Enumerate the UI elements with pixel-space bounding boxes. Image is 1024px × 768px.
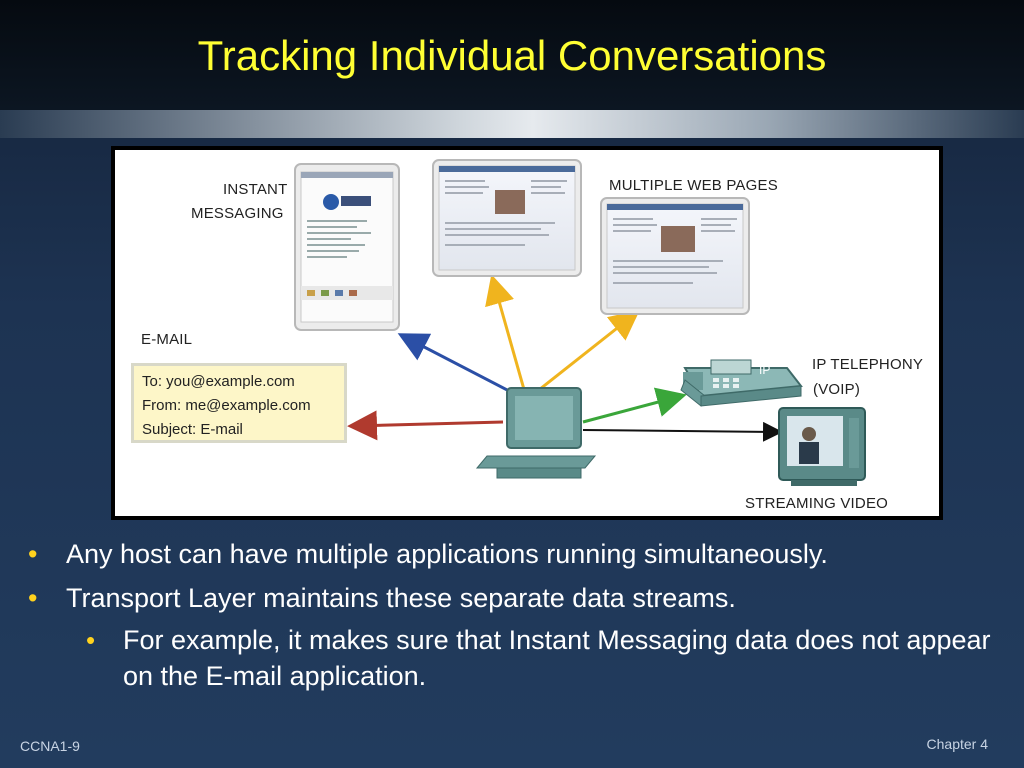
bullet-text: Transport Layer maintains these separate… xyxy=(66,583,736,613)
label-ip-telephony: IP TELEPHONY xyxy=(812,356,924,373)
phone-ip-label: IP xyxy=(759,363,770,377)
arrow-to-instant-messaging xyxy=(397,333,514,395)
ip-phone xyxy=(680,359,803,407)
diagram-figure: IP INSTANT MESSAGING MULTIPLE WEB PAGES … xyxy=(111,146,943,520)
arrow-to-email xyxy=(347,410,504,441)
arrow-to-web-page-1 xyxy=(485,274,527,394)
web-page-window-1 xyxy=(432,159,582,277)
label-multiple-web-pages: MULTIPLE WEB PAGES xyxy=(609,177,778,194)
email-subject: Subject: E-mail xyxy=(142,421,243,438)
arrow-to-ip-telephony xyxy=(582,387,687,424)
diagram-canvas: IP INSTANT MESSAGING MULTIPLE WEB PAGES … xyxy=(115,150,939,516)
label-instant: INSTANT xyxy=(223,181,288,198)
label-streaming-video: STREAMING VIDEO xyxy=(745,495,889,512)
streaming-video-monitor xyxy=(778,407,866,486)
label-email: E-MAIL xyxy=(141,331,193,348)
email-from: From: me@example.com xyxy=(142,397,311,414)
bullet-list: • Any host can have multiple application… xyxy=(28,536,1018,694)
host-computer xyxy=(475,387,597,479)
web-page-window-2 xyxy=(600,197,750,315)
title-divider-bar xyxy=(0,110,1024,138)
arrow-to-web-page-2 xyxy=(534,310,640,395)
slide-title: Tracking Individual Conversations xyxy=(197,32,827,79)
title-bar xyxy=(0,0,1024,110)
footer-chapter-label: Chapter 4 xyxy=(926,736,988,752)
diagram-svg: IP xyxy=(294,159,866,486)
sub-bullet-item: • For example, it makes sure that Instan… xyxy=(86,622,1018,694)
arrow-to-streaming-video xyxy=(582,421,783,442)
sub-bullet-dot-icon: • xyxy=(86,625,96,655)
bullet-item: • Any host can have multiple application… xyxy=(28,536,1018,572)
sub-bullet-text: For example, it makes sure that Instant … xyxy=(123,625,991,691)
footer-course-label: CCNA1-9 xyxy=(20,738,80,754)
label-messaging: MESSAGING xyxy=(191,205,284,222)
bullet-item: • Transport Layer maintains these separa… xyxy=(28,580,1018,616)
email-to: To: you@example.com xyxy=(142,373,295,390)
instant-messaging-window xyxy=(294,163,400,331)
label-voip: (VOIP) xyxy=(813,381,861,398)
bullet-dot-icon: • xyxy=(28,539,38,569)
bullet-dot-icon: • xyxy=(28,583,38,613)
bullet-text: Any host can have multiple applications … xyxy=(66,539,828,569)
email-message-box: To: you@example.com From: me@example.com… xyxy=(131,363,347,443)
